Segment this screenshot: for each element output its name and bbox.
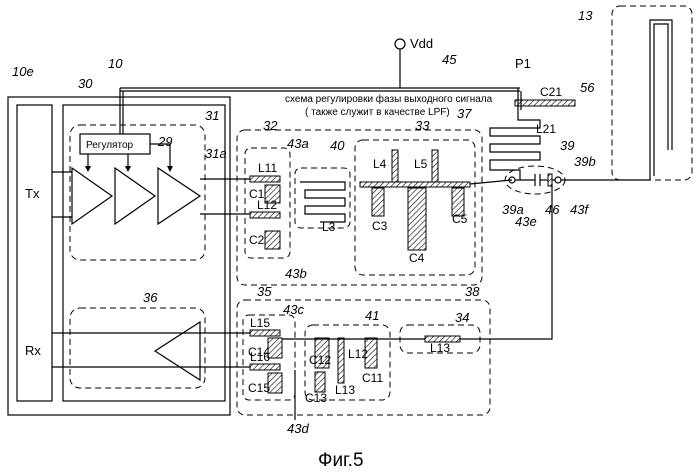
ref-35: 35	[257, 284, 272, 299]
ref-56: 56	[580, 80, 595, 95]
ref-43d: 43d	[287, 421, 309, 436]
lbl-L13b: L13	[430, 341, 450, 355]
vdd-terminal	[395, 39, 405, 49]
lbl-L21: L21	[536, 122, 556, 136]
ref-33: 33	[415, 118, 430, 133]
lbl-L13a: L13	[335, 383, 355, 397]
ref-10e: 10e	[12, 64, 34, 79]
ref-32: 32	[263, 118, 278, 133]
lbl-L5: L5	[414, 157, 428, 171]
lbl-C15: C15	[248, 381, 270, 395]
supply-line-45	[120, 88, 520, 91]
ref-38: 38	[465, 284, 480, 299]
antenna-box-13	[612, 6, 692, 180]
lbl-L3: L3	[322, 220, 336, 234]
ref-39b: 39b	[574, 154, 596, 169]
ref-37: 37	[457, 106, 472, 121]
ref-30: 30	[78, 76, 93, 91]
regulator-label: Регулятор	[86, 140, 133, 151]
tx-amp-stage-3	[158, 168, 200, 224]
vdd-label: Vdd	[410, 36, 433, 51]
lbl-C14: C14	[248, 345, 270, 359]
lbl-C12: C12	[309, 353, 331, 367]
ref-40: 40	[330, 138, 345, 153]
lbl-C13: C13	[305, 391, 327, 405]
lbl-L15: L15	[250, 316, 270, 330]
lbl-L11: L11	[258, 161, 277, 175]
lbl-L12b: L12	[348, 347, 368, 361]
ref-36: 36	[143, 290, 158, 305]
ref-46: 46	[545, 202, 560, 217]
ref-43f: 43f	[570, 202, 589, 217]
ref-34: 34	[455, 310, 469, 325]
phase-note-line1: схема регулировки фазы выходного сигнала	[285, 93, 493, 105]
phase-note-line2: ( также служит в качестве LPF)	[305, 107, 450, 118]
lbl-C21: C21	[540, 85, 562, 99]
lbl-L4: L4	[373, 157, 387, 171]
ref-45: 45	[442, 52, 457, 67]
ref-10: 10	[108, 56, 123, 71]
rx-amplifier-box	[70, 308, 205, 388]
tx-amp-stage-2	[115, 168, 155, 224]
ref-31: 31	[205, 108, 219, 123]
inductor-l21	[490, 110, 540, 180]
rx-amp	[155, 322, 200, 380]
ref-43c: 43c	[283, 302, 304, 317]
ref-39: 39	[560, 138, 574, 153]
ref-29: 29	[157, 134, 172, 149]
lbl-C11: C11	[362, 371, 383, 385]
tx-label: Tx	[25, 186, 40, 201]
lbl-C3: C3	[372, 219, 388, 233]
cap-c21	[515, 100, 575, 106]
ref-31a: 31a	[205, 146, 227, 161]
p1-label: P1	[515, 56, 531, 71]
tx-amp-stage-1	[72, 168, 112, 224]
ref-43a: 43a	[287, 136, 309, 151]
lbl-C5: C5	[452, 212, 468, 226]
lbl-C1: C1	[249, 187, 265, 201]
lbl-C4: C4	[409, 251, 425, 265]
antenna-element	[650, 20, 672, 180]
figure-caption: Фиг.5	[318, 450, 364, 471]
ref-43b: 43b	[285, 266, 307, 281]
ref-43e: 43e	[515, 214, 537, 229]
ref-13: 13	[578, 8, 593, 23]
lbl-C2: C2	[249, 233, 265, 247]
ref-41: 41	[365, 308, 379, 323]
rx-label: Rx	[25, 343, 41, 358]
